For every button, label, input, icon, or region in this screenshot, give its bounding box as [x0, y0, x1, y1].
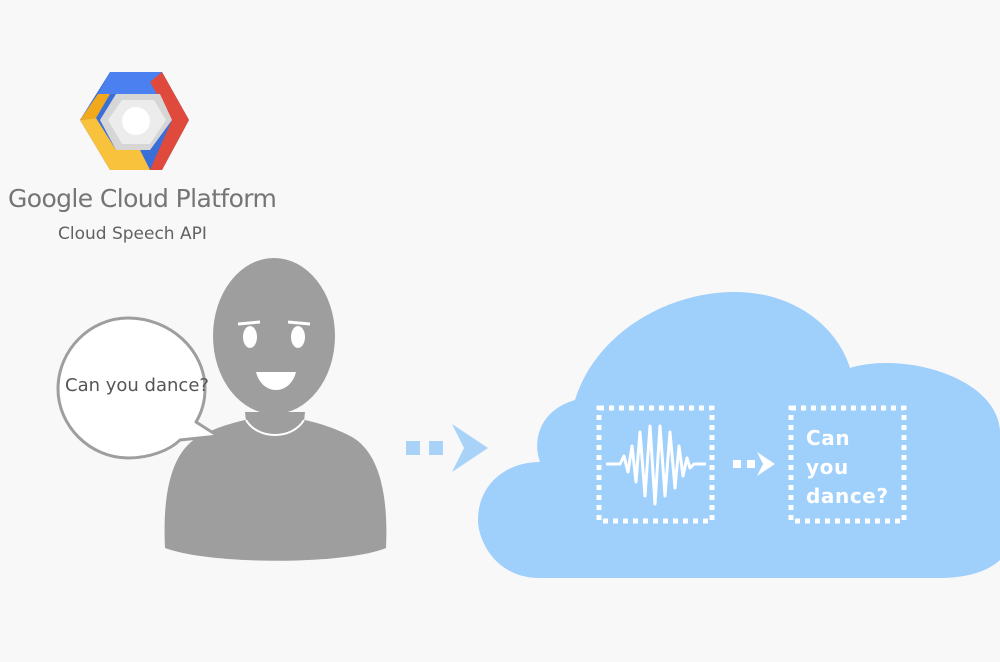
cloud-icon: [478, 292, 1000, 578]
audio-waveform-icon: [606, 424, 706, 506]
audio-input-box: [596, 405, 715, 524]
google-cloud-logo-icon: [80, 72, 189, 170]
person-silhouette-icon: [164, 258, 387, 561]
arrow-to-text-icon: [733, 452, 775, 476]
speech-bubble: [56, 316, 220, 460]
company-name: Google Cloud Platform: [8, 184, 277, 213]
transcribed-text-line: Can: [806, 426, 851, 450]
text-output-box: [788, 405, 907, 524]
transcribed-text: Can you dance?: [806, 424, 889, 511]
transcribed-text-line: dance?: [806, 484, 889, 508]
speech-bubble-text: Can you dance?: [65, 375, 209, 396]
arrow-to-cloud-icon: [406, 424, 488, 472]
product-name: Cloud Speech API: [58, 224, 207, 244]
transcribed-text-line: you: [806, 455, 849, 479]
